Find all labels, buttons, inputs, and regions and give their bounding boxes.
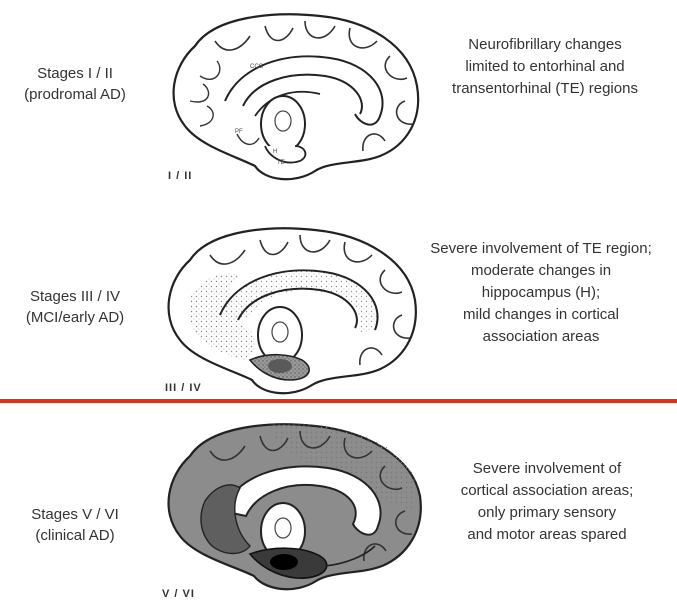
stage-1-2-code: I / II: [168, 170, 192, 182]
stage-1-2-description: Neurofibrillary changes limited to entor…: [420, 34, 670, 100]
stage-3-4-description: Severe involvement of TE region; moderat…: [408, 238, 674, 348]
stage-5-6-panel: Stages V / VI (clinical AD) V / VI Sever…: [0, 408, 677, 608]
brain-diagram-stage-3-4: [150, 220, 425, 400]
region-label-ccg: CCG: [250, 64, 264, 70]
brain-diagram-stage-5-6: [150, 416, 430, 598]
desc-line: association areas: [408, 326, 674, 348]
stage-1-2-label: Stages I / II (prodromal AD): [10, 63, 140, 105]
desc-line: Neurofibrillary changes: [420, 34, 670, 56]
stage-1-2-phase: (prodromal AD): [10, 84, 140, 105]
stage-3-4-phase: (MCI/early AD): [10, 307, 140, 328]
stage-5-6-label: Stages V / VI (clinical AD): [10, 504, 140, 546]
stage-1-2-panel: Stages I / II (prodromal AD) CCG PF H TE…: [0, 0, 677, 200]
stage-5-6-phase: (clinical AD): [10, 525, 140, 546]
stage-3-4-name: Stages III / IV: [10, 286, 140, 307]
stage-3-4-label: Stages III / IV (MCI/early AD): [10, 286, 140, 328]
desc-line: Severe involvement of TE region;: [408, 238, 674, 260]
desc-line: only primary sensory: [424, 502, 670, 524]
region-label-h: H: [273, 149, 277, 155]
stage-3-4-code: III / IV: [165, 382, 202, 394]
region-label-te: TE: [277, 160, 285, 166]
region-label-pf: PF: [235, 129, 243, 135]
desc-line: moderate changes in: [408, 260, 674, 282]
desc-line: Severe involvement of: [424, 458, 670, 480]
desc-line: limited to entorhinal and: [420, 56, 670, 78]
stage-5-6-name: Stages V / VI: [10, 504, 140, 525]
stage-5-6-code: V / VI: [162, 588, 195, 600]
brain-diagram-stage-1-2: CCG PF H TE: [155, 6, 425, 191]
desc-line: cortical association areas;: [424, 480, 670, 502]
desc-line: transentorhinal (TE) regions: [420, 78, 670, 100]
section-divider: [0, 399, 677, 403]
stage-5-6-description: Severe involvement of cortical associati…: [424, 458, 670, 546]
stage-3-4-panel: Stages III / IV (MCI/early AD) III / IV …: [0, 210, 677, 400]
stage-1-2-name: Stages I / II: [10, 63, 140, 84]
desc-line: and motor areas spared: [424, 524, 670, 546]
desc-line: mild changes in cortical: [408, 304, 674, 326]
desc-line: hippocampus (H);: [408, 282, 674, 304]
